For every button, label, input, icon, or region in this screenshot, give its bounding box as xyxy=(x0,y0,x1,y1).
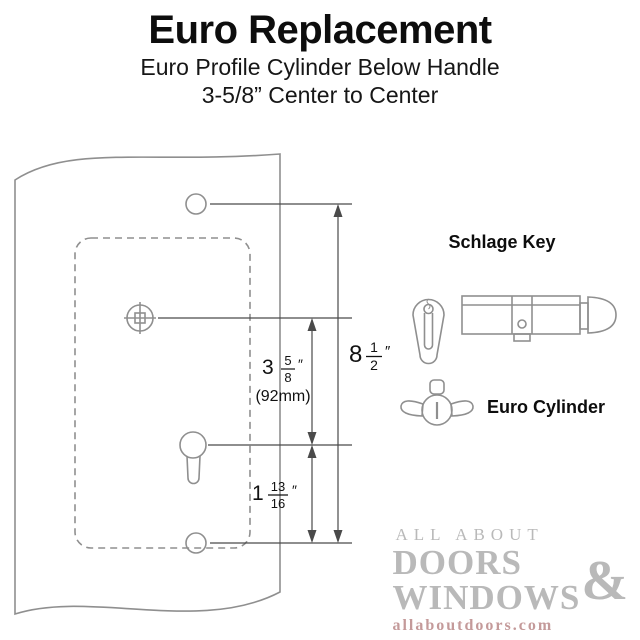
euro-cylinder-label: Euro Cylinder xyxy=(487,397,605,417)
schlage-key-label: Schlage Key xyxy=(448,232,555,252)
dim-center-numerator: 5 xyxy=(284,353,291,368)
subtitle-line2: 3-5/8” Center to Center xyxy=(201,82,439,108)
header: Euro Replacement Euro Profile Cylinder B… xyxy=(0,8,640,109)
dimension-handle-to-cylinder: 3 5 8 ″ (92mm) xyxy=(255,353,310,405)
keyway-squiggle-icon xyxy=(426,298,431,310)
dim-bottom-unit: ″ xyxy=(292,482,297,498)
dim-center-unit: ″ xyxy=(298,356,303,372)
spindle-cross-hole-icon xyxy=(124,302,156,334)
screw-hole-icon xyxy=(517,319,527,329)
euro-cylinder-profile-icon xyxy=(412,298,445,365)
watermark-main: DOORS WINDOWS & xyxy=(392,543,628,617)
watermark-ampersand: & xyxy=(581,549,628,612)
dim-overall-denominator: 2 xyxy=(370,357,378,373)
euro-cylinder-side-icon xyxy=(461,295,617,342)
dimension-lines xyxy=(158,203,352,544)
door-plate-drawing xyxy=(14,153,281,616)
dim-bottom-denominator: 16 xyxy=(271,496,285,511)
dim-bottom-whole: 1 xyxy=(252,482,264,505)
watermark-doors: DOORS xyxy=(392,543,522,583)
thumbturn-front-icon xyxy=(400,379,474,426)
dim-center-denominator: 8 xyxy=(284,370,291,385)
screw-hole-bottom-icon xyxy=(185,532,207,554)
watermark-url: allaboutdoors.com xyxy=(392,617,554,634)
watermark-windows: WINDOWS xyxy=(392,577,581,617)
watermark-line1: ALL ABOUT xyxy=(395,525,544,545)
handle-dashed-outline xyxy=(74,237,251,549)
dim-overall-numerator: 1 xyxy=(370,339,378,355)
dimension-cylinder-to-bottom: 1 13 16 ″ xyxy=(252,479,297,511)
dimension-arrows xyxy=(307,204,343,543)
euro-keyhole-icon xyxy=(179,431,207,485)
technical-drawing: 8 1 2 ″ 3 5 8 ″ (92mm) 1 13 16 ″ Schlage… xyxy=(14,153,617,616)
plate-outline xyxy=(14,153,281,616)
dim-bottom-numerator: 13 xyxy=(271,479,285,494)
dim-overall-whole: 8 xyxy=(349,341,362,368)
cam-icon xyxy=(513,333,531,342)
watermark-logo: ALL ABOUT DOORS WINDOWS & allaboutdoors.… xyxy=(392,526,628,634)
page-title: Euro Replacement xyxy=(148,8,492,52)
dim-center-whole: 3 xyxy=(262,356,274,379)
subtitle-line1: Euro Profile Cylinder Below Handle xyxy=(140,54,500,80)
thumbturn-knob-side-icon xyxy=(587,296,617,334)
dim-overall-unit: ″ xyxy=(385,343,391,360)
dim-center-metric: (92mm) xyxy=(255,388,310,405)
dimension-overall: 8 1 2 ″ xyxy=(349,339,391,373)
screw-hole-top-icon xyxy=(185,193,207,215)
